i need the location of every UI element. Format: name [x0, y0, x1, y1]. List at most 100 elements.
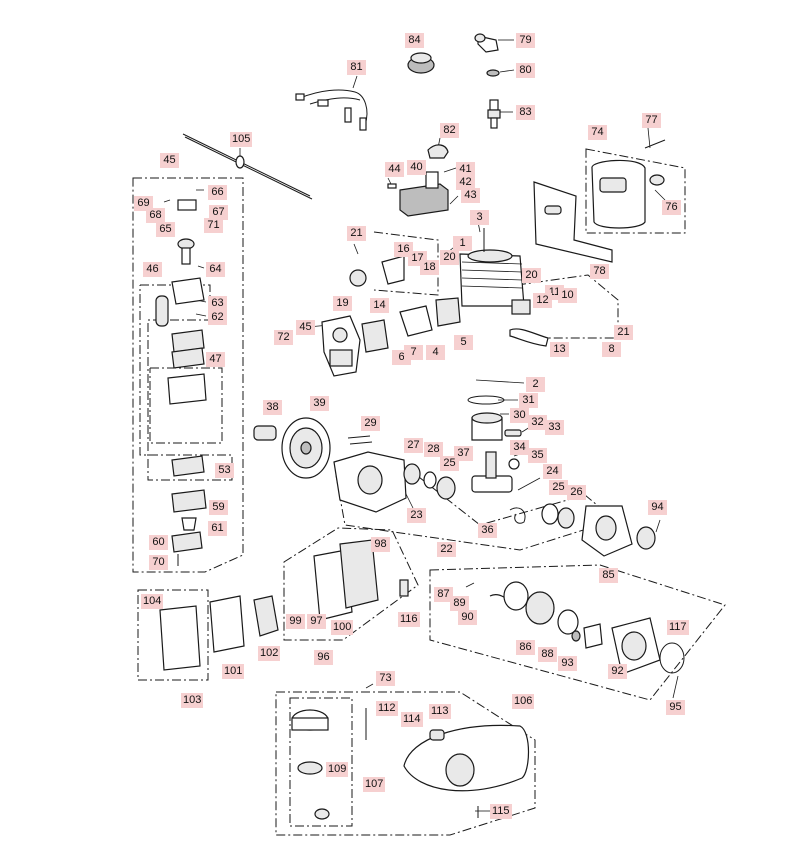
part-callout-29[interactable]: 29 — [361, 416, 380, 431]
part-callout-44[interactable]: 44 — [385, 162, 404, 177]
part-callout-13[interactable]: 13 — [550, 342, 569, 357]
part-callout-82[interactable]: 82 — [440, 123, 459, 138]
part-callout-4[interactable]: 4 — [426, 345, 445, 360]
part-callout-104[interactable]: 104 — [141, 594, 164, 609]
part-callout-31[interactable]: 31 — [519, 393, 538, 408]
part-callout-74[interactable]: 74 — [588, 125, 607, 140]
part-callout-42[interactable]: 42 — [456, 175, 475, 190]
part-callout-81[interactable]: 81 — [347, 60, 366, 75]
part-callout-96[interactable]: 96 — [314, 650, 333, 665]
part-callout-2[interactable]: 2 — [526, 377, 545, 392]
part-callout-115[interactable]: 115 — [490, 804, 512, 819]
part-callout-89[interactable]: 89 — [450, 596, 469, 611]
part-callout-25[interactable]: 25 — [440, 456, 459, 471]
part-callout-95[interactable]: 95 — [666, 700, 685, 715]
part-callout-90[interactable]: 90 — [458, 610, 477, 625]
part-callout-47[interactable]: 47 — [206, 352, 225, 367]
part-callout-67[interactable]: 67 — [209, 205, 228, 220]
part-callout-21[interactable]: 21 — [614, 325, 633, 340]
part-callout-40[interactable]: 40 — [407, 160, 426, 175]
part-callout-103[interactable]: 103 — [181, 693, 204, 708]
part-callout-97[interactable]: 97 — [307, 614, 326, 629]
part-callout-106[interactable]: 106 — [512, 694, 535, 709]
part-callout-41[interactable]: 41 — [456, 162, 475, 177]
part-callout-98[interactable]: 98 — [371, 537, 390, 552]
part-callout-76[interactable]: 76 — [662, 200, 681, 215]
part-callout-117[interactable]: 117 — [667, 620, 689, 635]
part-callout-65[interactable]: 65 — [156, 222, 175, 237]
part-callout-45[interactable]: 45 — [296, 320, 315, 335]
part-callout-80[interactable]: 80 — [516, 63, 535, 78]
part-callout-12[interactable]: 12 — [533, 293, 552, 308]
part-callout-3[interactable]: 3 — [470, 210, 489, 225]
part-callout-113[interactable]: 113 — [429, 704, 451, 719]
part-callout-25[interactable]: 25 — [549, 480, 568, 495]
part-callout-28[interactable]: 28 — [424, 442, 443, 457]
part-callout-93[interactable]: 93 — [558, 656, 577, 671]
part-callout-24[interactable]: 24 — [543, 464, 562, 479]
part-callout-100[interactable]: 100 — [331, 620, 354, 635]
part-callout-59[interactable]: 59 — [209, 500, 228, 515]
part-callout-70[interactable]: 70 — [149, 555, 168, 570]
part-callout-23[interactable]: 23 — [407, 508, 426, 523]
part-callout-72[interactable]: 72 — [274, 330, 293, 345]
part-callout-112[interactable]: 112 — [376, 701, 398, 716]
part-callout-30[interactable]: 30 — [510, 408, 529, 423]
part-callout-18[interactable]: 18 — [420, 260, 439, 275]
part-callout-20[interactable]: 20 — [522, 268, 541, 283]
part-callout-84[interactable]: 84 — [405, 33, 424, 48]
part-callout-32[interactable]: 32 — [528, 415, 547, 430]
part-callout-45[interactable]: 45 — [160, 153, 179, 168]
part-callout-53[interactable]: 53 — [215, 463, 234, 478]
part-callout-33[interactable]: 33 — [545, 420, 564, 435]
part-callout-105[interactable]: 105 — [230, 132, 253, 147]
part-callout-71[interactable]: 71 — [204, 218, 223, 233]
part-callout-34[interactable]: 34 — [510, 440, 529, 455]
part-callout-26[interactable]: 26 — [567, 485, 586, 500]
part-callout-99[interactable]: 99 — [286, 614, 305, 629]
part-callout-7[interactable]: 7 — [404, 345, 423, 360]
part-callout-66[interactable]: 66 — [208, 185, 227, 200]
part-callout-21[interactable]: 21 — [347, 226, 366, 241]
part-callout-79[interactable]: 79 — [516, 33, 535, 48]
part-callout-92[interactable]: 92 — [608, 664, 627, 679]
part-callout-61[interactable]: 61 — [208, 521, 227, 536]
part-callout-62[interactable]: 62 — [208, 310, 227, 325]
part-callout-60[interactable]: 60 — [149, 535, 168, 550]
part-callout-69[interactable]: 69 — [134, 196, 153, 211]
part-callout-87[interactable]: 87 — [434, 587, 453, 602]
part-callout-77[interactable]: 77 — [642, 113, 661, 128]
part-callout-10[interactable]: 10 — [558, 288, 577, 303]
part-callout-1[interactable]: 1 — [453, 236, 472, 251]
part-callout-68[interactable]: 68 — [146, 208, 165, 223]
part-callout-114[interactable]: 114 — [401, 712, 423, 727]
part-callout-43[interactable]: 43 — [461, 188, 480, 203]
part-callout-73[interactable]: 73 — [376, 671, 395, 686]
part-callout-109[interactable]: 109 — [326, 762, 349, 777]
part-callout-38[interactable]: 38 — [263, 400, 282, 415]
part-callout-85[interactable]: 85 — [599, 568, 618, 583]
part-callout-102[interactable]: 102 — [258, 646, 281, 661]
part-callout-46[interactable]: 46 — [143, 262, 162, 277]
spark-plug-part — [487, 99, 501, 129]
part-callout-86[interactable]: 86 — [516, 640, 535, 655]
part-callout-35[interactable]: 35 — [528, 448, 547, 463]
part-callout-78[interactable]: 78 — [590, 264, 609, 279]
part-callout-22[interactable]: 22 — [437, 542, 456, 557]
part-callout-27[interactable]: 27 — [404, 438, 423, 453]
part-callout-8[interactable]: 8 — [602, 342, 621, 357]
part-callout-20[interactable]: 20 — [440, 250, 459, 265]
part-callout-107[interactable]: 107 — [363, 777, 386, 792]
part-callout-19[interactable]: 19 — [333, 296, 352, 311]
part-callout-14[interactable]: 14 — [370, 298, 389, 313]
part-callout-116[interactable]: 116 — [398, 612, 420, 627]
part-callout-101[interactable]: 101 — [222, 664, 245, 679]
part-callout-5[interactable]: 5 — [454, 335, 473, 350]
part-callout-36[interactable]: 36 — [478, 523, 497, 538]
part-callout-83[interactable]: 83 — [516, 105, 535, 120]
part-callout-63[interactable]: 63 — [208, 296, 227, 311]
part-callout-64[interactable]: 64 — [206, 262, 225, 277]
part-callout-94[interactable]: 94 — [648, 500, 667, 515]
part-callout-88[interactable]: 88 — [538, 647, 557, 662]
part-callout-39[interactable]: 39 — [310, 396, 329, 411]
